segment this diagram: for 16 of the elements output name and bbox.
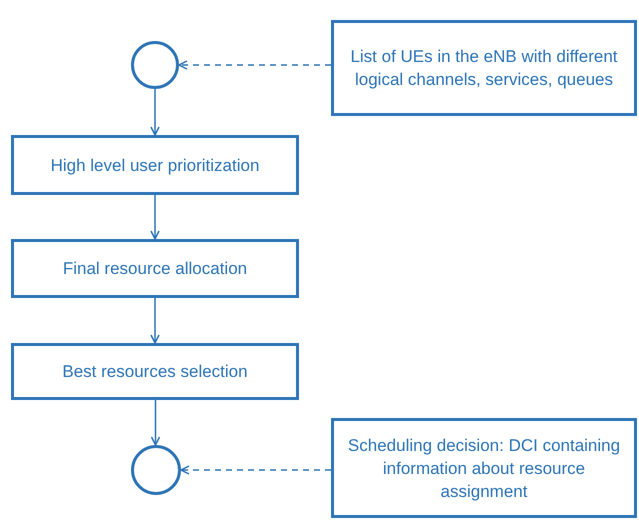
box-label: Best resources selection bbox=[62, 361, 248, 383]
arrow bbox=[180, 465, 331, 475]
process-box bbox=[11, 239, 299, 298]
box-label: High level user prioritization bbox=[50, 154, 260, 176]
process-box bbox=[11, 135, 299, 195]
process-box bbox=[11, 343, 299, 400]
arrow bbox=[150, 89, 160, 136]
arrow bbox=[150, 195, 160, 240]
arrow bbox=[178, 60, 331, 70]
box-label: Scheduling decision: DCI containing information about resource assignment bbox=[346, 434, 622, 502]
arrow bbox=[150, 400, 160, 446]
box-label: List of UEs in the eNB with different logical channels, services, queues bbox=[349, 46, 619, 91]
process-box bbox=[331, 20, 637, 116]
box-label: Final resource allocation bbox=[62, 258, 248, 280]
arrow bbox=[150, 298, 160, 344]
process-box bbox=[331, 418, 637, 518]
